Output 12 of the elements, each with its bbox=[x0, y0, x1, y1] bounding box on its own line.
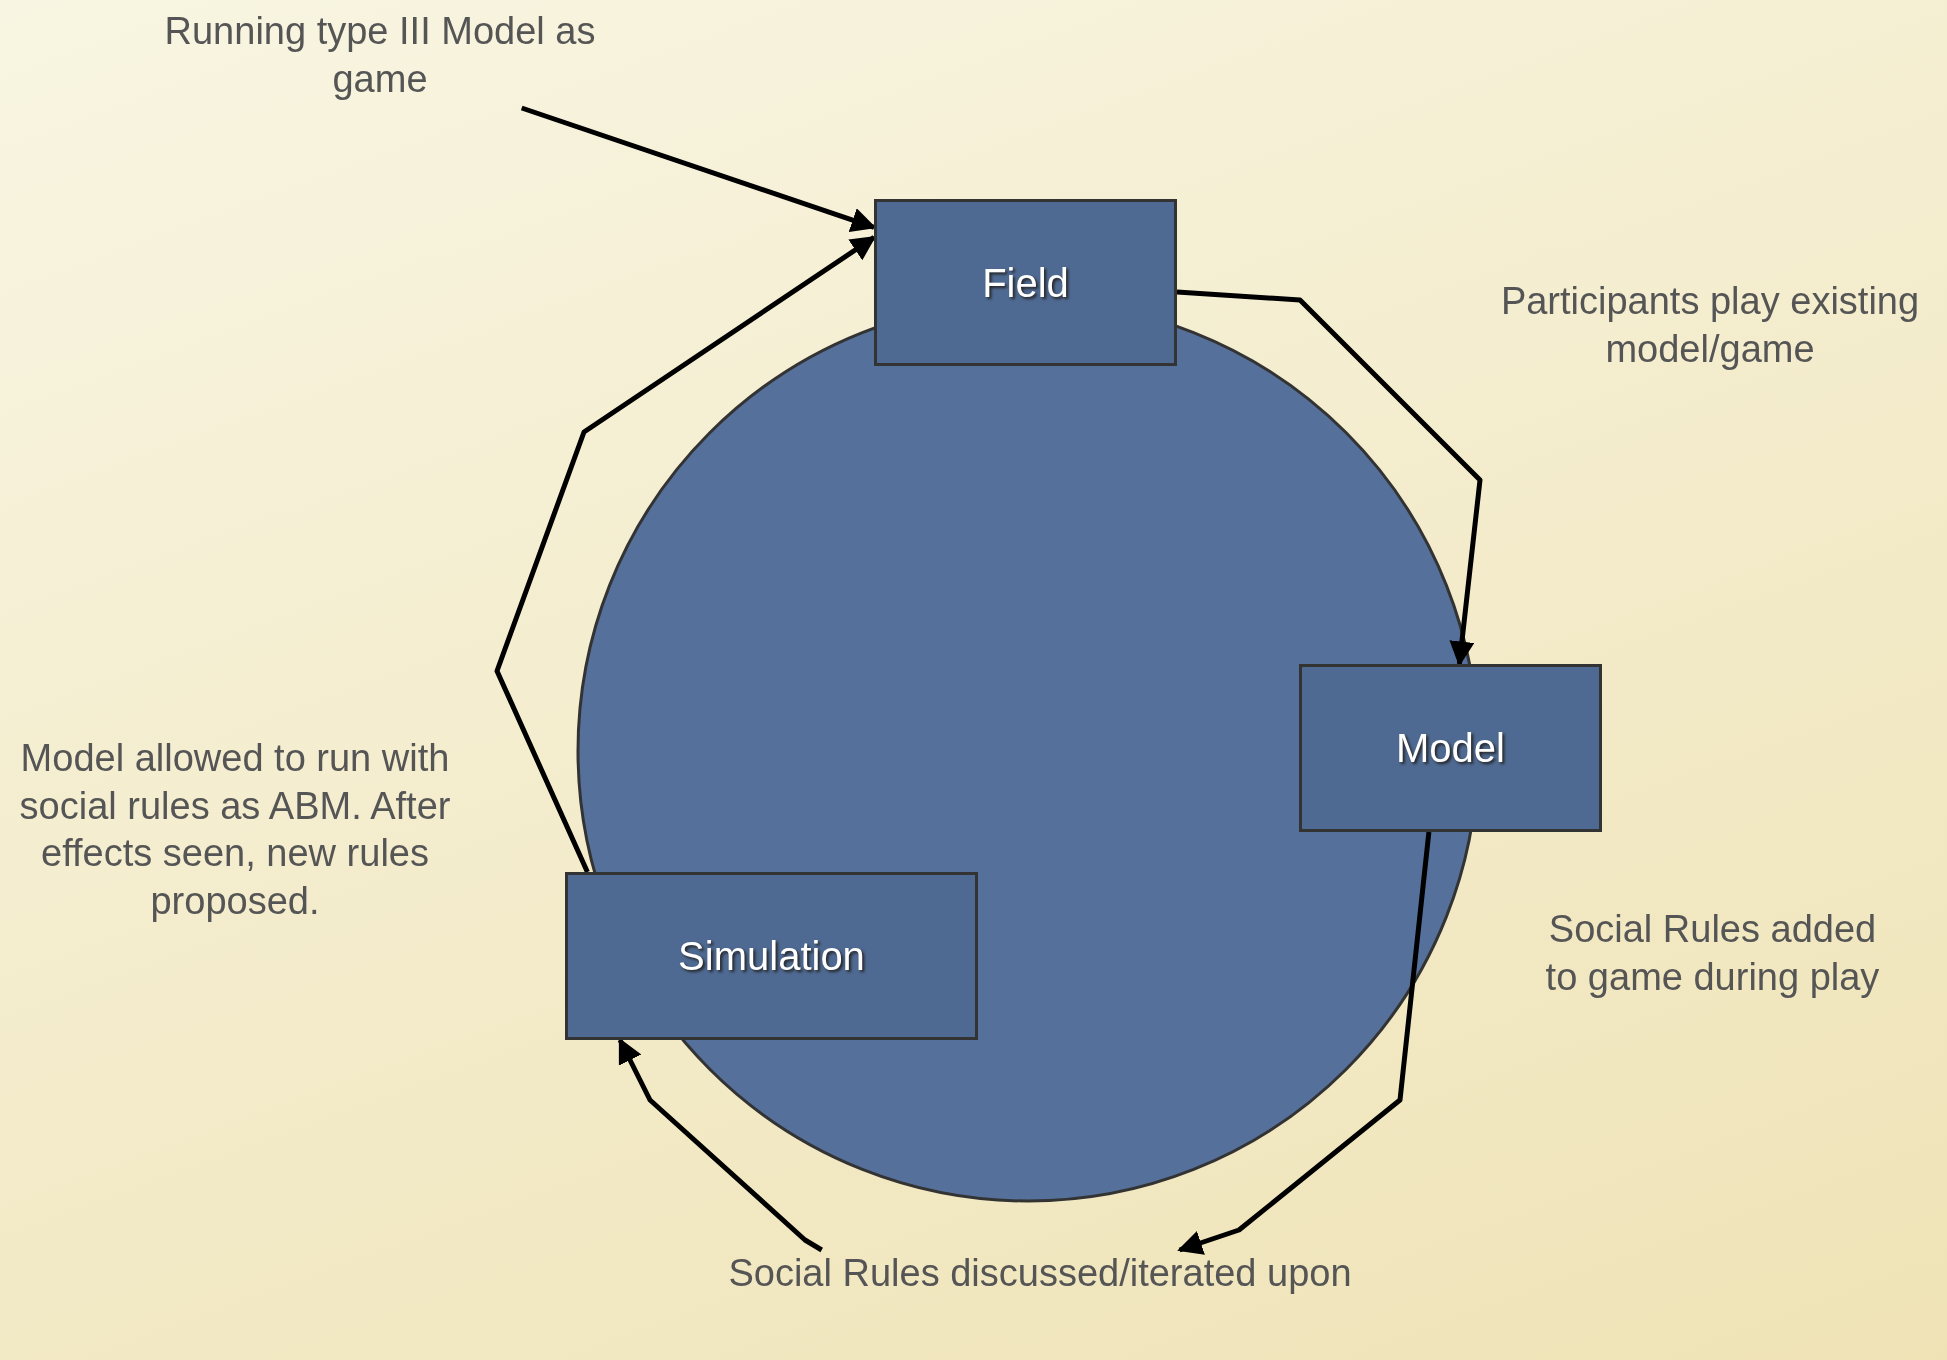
step-description: Running type III Model as game bbox=[130, 8, 630, 103]
process-box bbox=[565, 872, 978, 1040]
box-label: Simulation bbox=[678, 933, 865, 980]
step-description: Model allowed to run with social rules as ABM. After effects seen, new rules proposed. bbox=[18, 736, 452, 924]
box-label: Model bbox=[1396, 725, 1505, 772]
arrow bbox=[1177, 831, 1432, 1255]
step-description: Social Rules added to game during play bbox=[1545, 907, 1880, 1000]
process-box bbox=[874, 199, 1177, 366]
step-description: Participants play existing model/game bbox=[1499, 279, 1921, 372]
box-label: Field bbox=[982, 259, 1069, 307]
process-box bbox=[1299, 664, 1602, 832]
step-description: Social Rules discussed/iterated upon bbox=[690, 1250, 1390, 1298]
